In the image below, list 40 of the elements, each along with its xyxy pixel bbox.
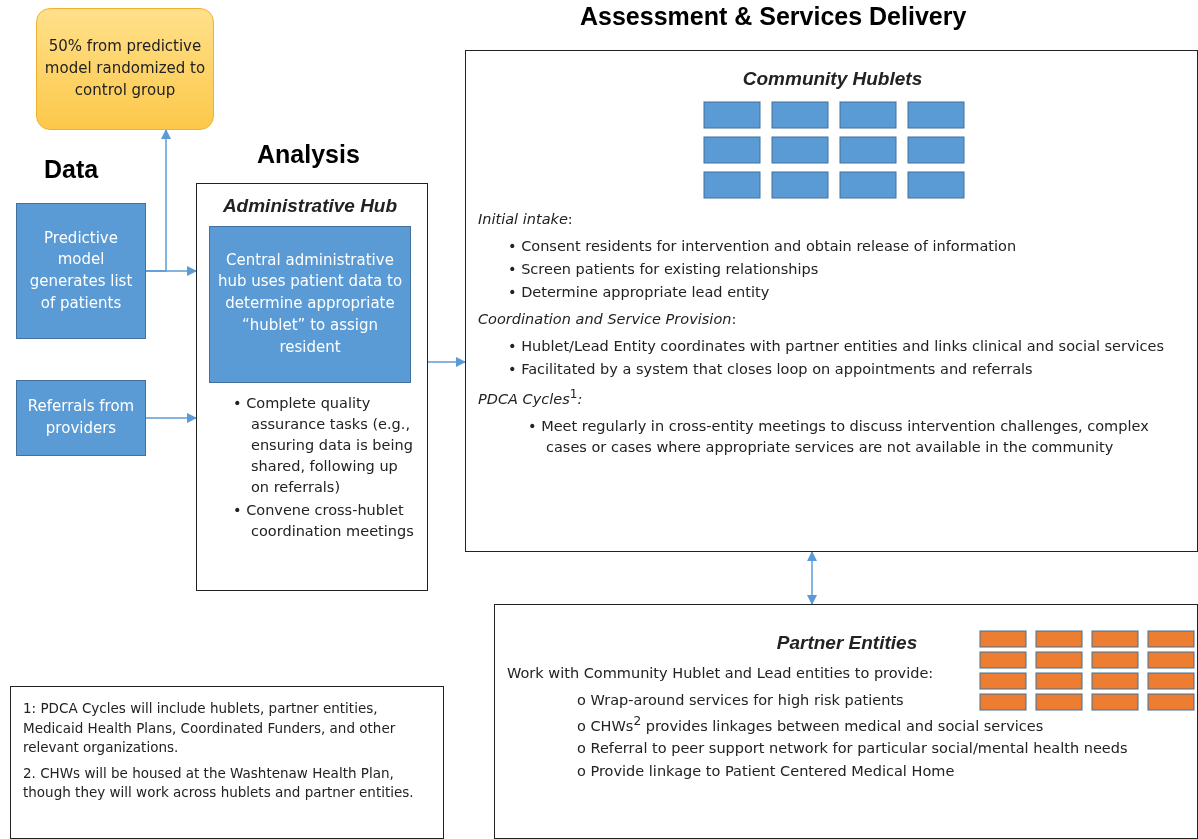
- bullet-item: • Convene cross-hublet coordination meetings: [233, 500, 415, 541]
- arrow: [427, 356, 467, 368]
- bullet-item: • Consent residents for intervention and obtain release of information: [508, 236, 1018, 256]
- bullet-item: • Meet regularly in cross-entity meetings to discuss intervention challenges, complex cases or cases where appropriate services are not available in the community: [528, 416, 1150, 457]
- node-text: Predictive model generates list of patients: [28, 227, 134, 314]
- bullet-item: • Facilitated by a system that closes loop on appointments and referrals: [508, 359, 1034, 379]
- arrow: [145, 265, 198, 277]
- hublets-panel: [465, 50, 1198, 552]
- bullet-item: • Screen patients for existing relationships: [508, 259, 820, 279]
- bullet-item: • Complete quality assurance tasks (e.g., ensuring data is being shared, following up on referrals): [233, 393, 414, 497]
- process-box: [16, 203, 146, 339]
- column-heading: Data: [44, 155, 99, 184]
- process-box: [16, 380, 146, 456]
- paragraph: Initial intake:: [478, 209, 574, 229]
- panel-heading: Administrative Hub: [221, 194, 399, 218]
- bullet-item: • Determine appropriate lead entity: [508, 282, 771, 302]
- node-text: 50% from predictive model randomized to control group: [43, 36, 207, 101]
- outcome-box: [36, 8, 214, 130]
- paragraph: Work with Community Hublet and Lead entities to provide:: [507, 663, 935, 683]
- bullet-item: o Provide linkage to Patient Centered Medical Home: [577, 762, 956, 782]
- paragraph: PDCA Cycles$^{1}$:: [478, 385, 584, 409]
- column-heading: Analysis: [257, 140, 360, 169]
- bullet-item: o Referral to peer support network for particular social/mental health needs: [577, 739, 1129, 759]
- bullet-item: o CHWs$^{2}$ provides linkages between medical and social services: [577, 712, 1045, 736]
- paragraph: Coordination and Service Provision:: [478, 309, 738, 329]
- node-text: Referrals from providers: [26, 396, 136, 439]
- arrow: [145, 412, 198, 424]
- bullet-item: o Wrap-around services for high risk patients: [577, 690, 905, 710]
- node-text: Central administrative hub uses patient data to determine appropriate “hublet” to assign resident: [216, 249, 404, 358]
- partners-panel: [494, 604, 1198, 839]
- hub-panel: [196, 183, 428, 591]
- bullet-item: • Hublet/Lead Entity coordinates with partner entities and links clinical and social services: [508, 336, 1166, 356]
- footnote-box: [10, 686, 444, 839]
- panel-heading: Community Hublets: [741, 67, 924, 91]
- panel-heading: Partner Entities: [775, 631, 919, 655]
- paragraph: 1: PDCA Cycles will include hublets, partner entities, Medicaid Health Plans, Coordinated Funders, and other relevant organizations.: [23, 699, 397, 758]
- diagram-title: Assessment & Services Delivery: [580, 2, 967, 31]
- arrow: [806, 550, 818, 606]
- paragraph: 2. CHWs will be housed at the Washtenaw Health Plan, though they will work across hublets and partner entities.: [23, 763, 415, 803]
- process-box: [209, 225, 411, 383]
